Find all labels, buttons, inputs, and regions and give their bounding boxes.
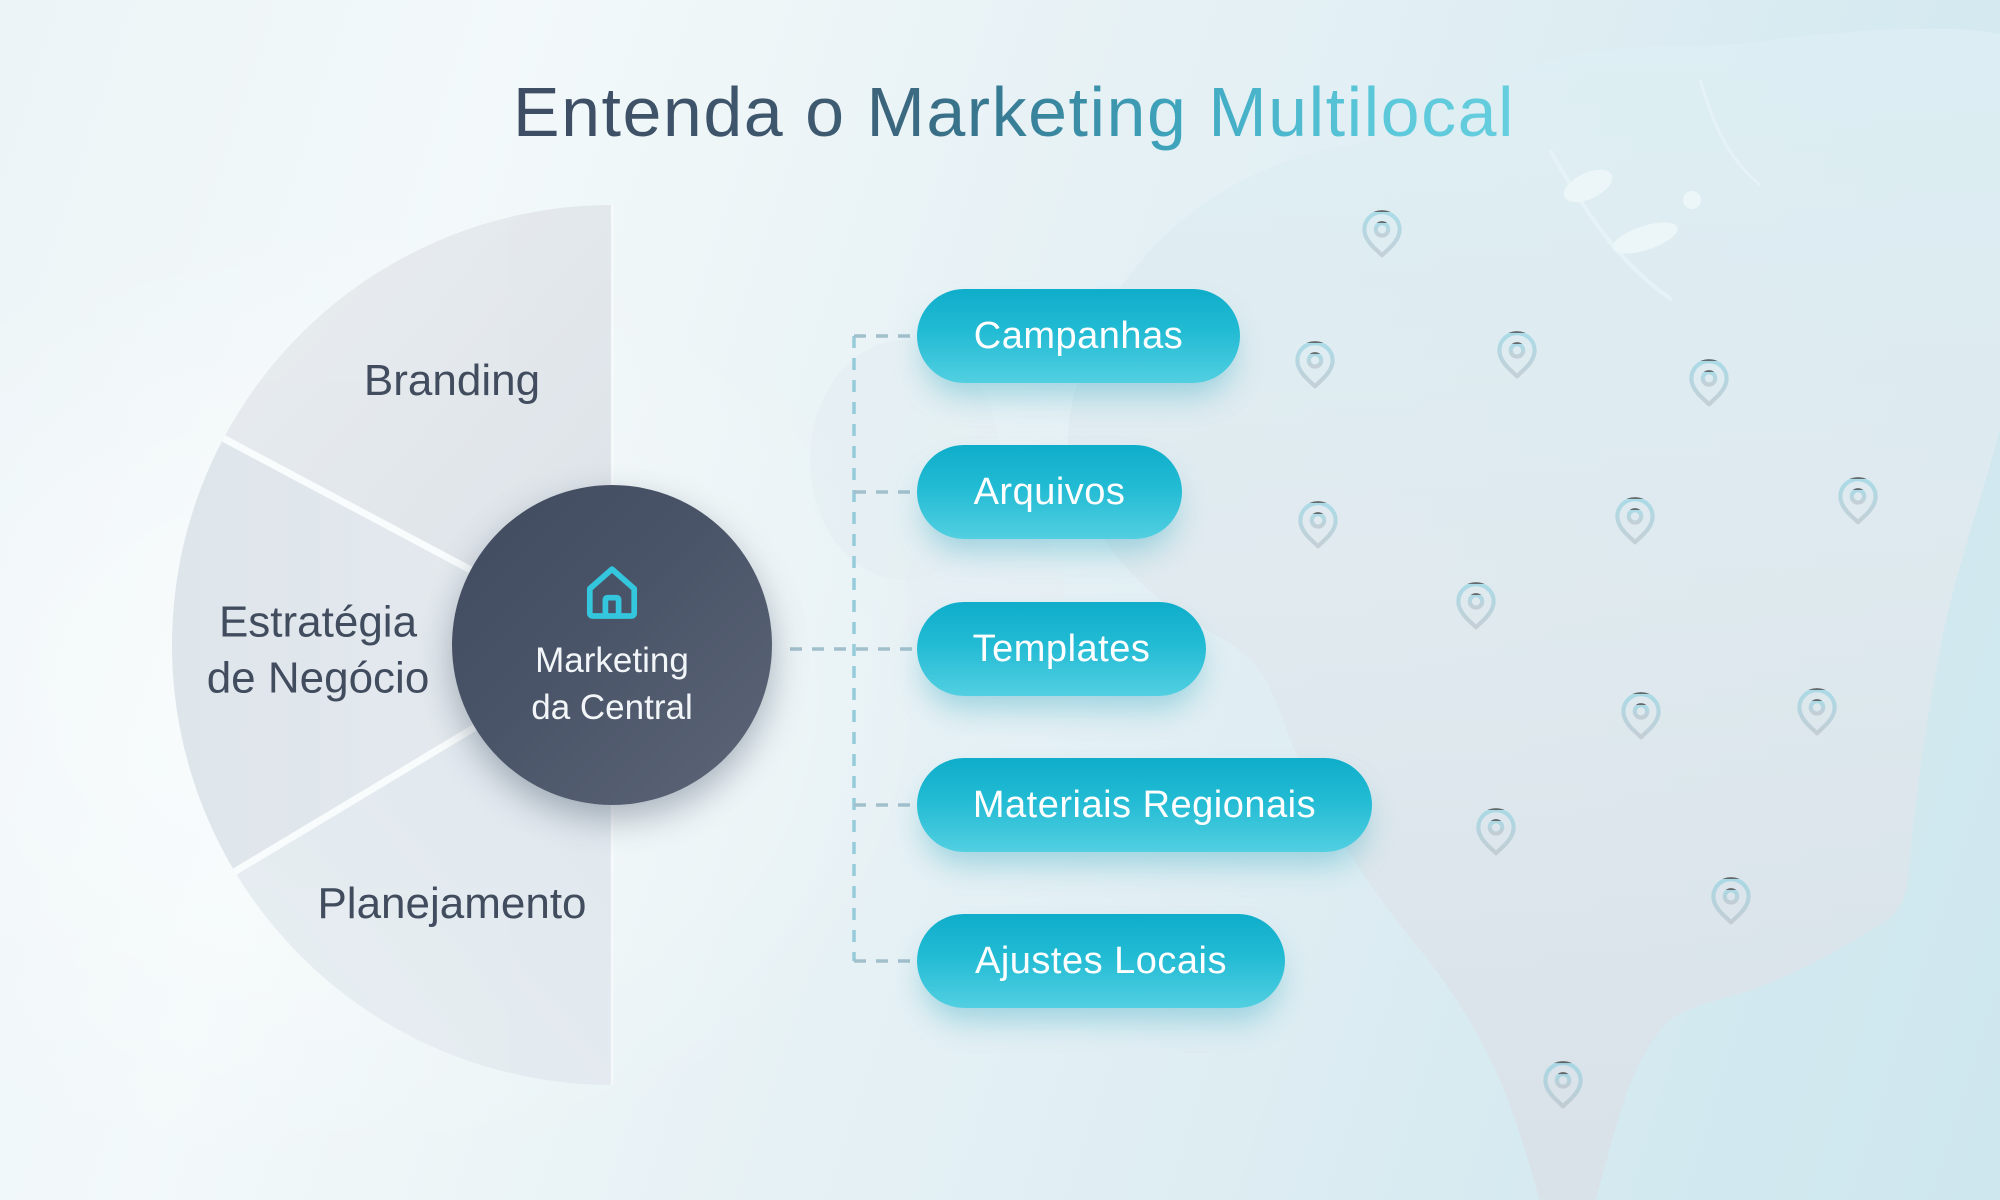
connector-lines (790, 334, 917, 963)
pill-ajustes-locais[interactable]: Ajustes Locais (917, 914, 1285, 1008)
home-icon (586, 566, 638, 619)
wheel-label-line: Planejamento (317, 878, 587, 928)
wheel-label-line: Branding (363, 355, 541, 405)
page-title: Entenda o Marketing Multilocal (512, 73, 1516, 151)
wheel-segment-estrategia (171, 438, 612, 872)
central-hub-label-line1: Marketing (535, 640, 689, 680)
central-hub-label: Marketing da Central (531, 637, 692, 732)
brazil-map (1067, 28, 2000, 1200)
wheel-label-branding: Branding (364, 353, 540, 409)
central-hub: Marketing da Central (452, 485, 772, 805)
pill-materiais-regionais[interactable]: Materiais Regionais (917, 758, 1372, 852)
wheel-label-line: Estratégia (218, 597, 418, 647)
wheel-label-planejamento: Planejamento (317, 876, 586, 932)
central-hub-label-line2: da Central (531, 688, 693, 727)
pill-arquivos[interactable]: Arquivos (917, 445, 1182, 539)
wheel-label-line: de Negócio (206, 654, 430, 703)
map-river-details (1548, 79, 1761, 302)
wheel-label-estrategia: Estratégia de Negócio (207, 595, 430, 708)
pill-templates[interactable]: Templates (917, 602, 1206, 696)
pill-campanhas[interactable]: Campanhas (917, 289, 1240, 383)
